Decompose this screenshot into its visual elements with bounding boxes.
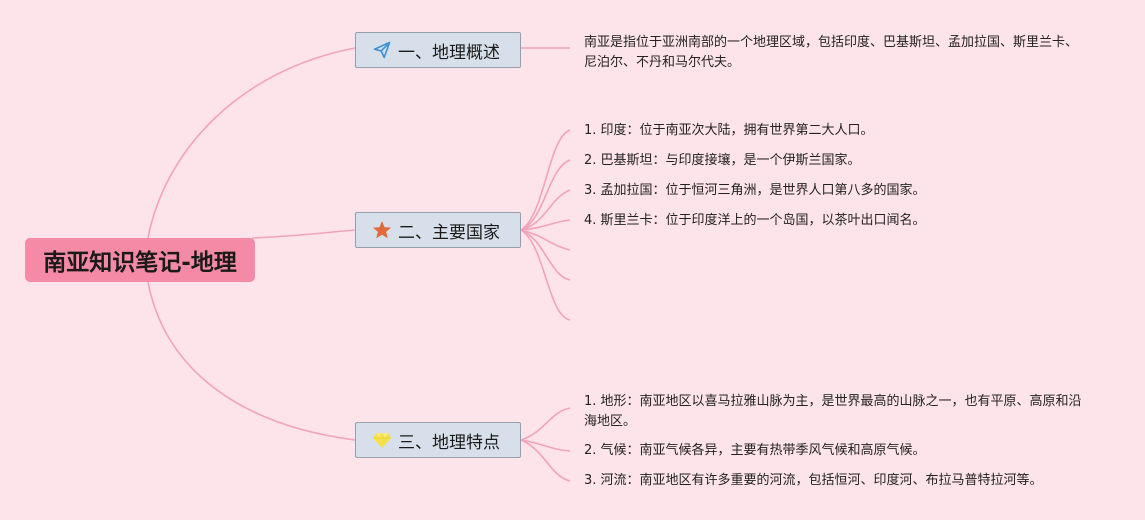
connector-root-branch-1 xyxy=(147,47,356,239)
root-topic[interactable]: 南亚知识笔记-地理 xyxy=(25,238,255,282)
connector-branch-2-empty-3 xyxy=(520,229,571,321)
leaf-country-india: 1. 印度：位于南亚次大陆，拥有世界第二大人口。 xyxy=(584,123,874,138)
connector-branch-2-empty-2 xyxy=(520,229,571,281)
leaf-country-bangladesh: 3. 孟加拉国：位于恒河三角洲，是世界人口第八多的国家。 xyxy=(584,183,926,198)
paper-plane-icon xyxy=(372,40,392,60)
leaf-overview: 南亚是指位于亚洲南部的一个地理区域，包括印度、巴基斯坦、孟加拉国、斯里兰卡、尼泊… xyxy=(584,35,1079,70)
connector-branch-3-leaf-3 xyxy=(520,439,571,482)
leaf-country-pakistan: 2. 巴基斯坦：与印度接壤，是一个伊斯兰国家。 xyxy=(584,153,861,168)
connector-root-branch-2 xyxy=(251,229,356,239)
branch-topic-geography-overview[interactable]: 一、地理概述 xyxy=(355,32,521,68)
connector-branch-3-leaf-2 xyxy=(520,439,571,452)
branch-topic-main-countries[interactable]: 二、主要国家 xyxy=(355,212,521,248)
connector-branch-2-leaf-4 xyxy=(520,219,571,231)
star-icon xyxy=(372,220,392,240)
leaf-country-sri-lanka: 4. 斯里兰卡：位于印度洋上的一个岛国，以茶叶出口闻名。 xyxy=(584,213,926,228)
connector-branch-2-leaf-3 xyxy=(520,189,571,231)
connector-branch-2-leaf-2 xyxy=(520,159,571,231)
connector-branch-3-leaf-1 xyxy=(520,407,571,441)
branch-topic-geographic-features[interactable]: 三、地理特点 xyxy=(355,422,521,458)
branch-topic-label: 一、地理概述 xyxy=(398,42,500,63)
diamond-icon xyxy=(372,430,392,450)
root-topic-label: 南亚知识笔记-地理 xyxy=(43,250,237,276)
branch-topic-label: 二、主要国家 xyxy=(398,222,500,243)
connector-root-branch-3 xyxy=(147,281,356,441)
connector-branch-2-leaf-1 xyxy=(520,129,571,231)
branch-topic-label: 三、地理特点 xyxy=(398,432,500,453)
leaf-feature-climate: 2. 气候：南亚气候各异，主要有热带季风气候和高原气候。 xyxy=(584,443,926,458)
leaf-feature-rivers: 3. 河流：南亚地区有许多重要的河流，包括恒河、印度河、布拉马普特拉河等。 xyxy=(584,473,1043,488)
leaf-feature-terrain: 1. 地形：南亚地区以喜马拉雅山脉为主，是世界最高的山脉之一，也有平原、高原和沿… xyxy=(584,394,1082,429)
connector-branch-2-empty-1 xyxy=(520,229,571,251)
